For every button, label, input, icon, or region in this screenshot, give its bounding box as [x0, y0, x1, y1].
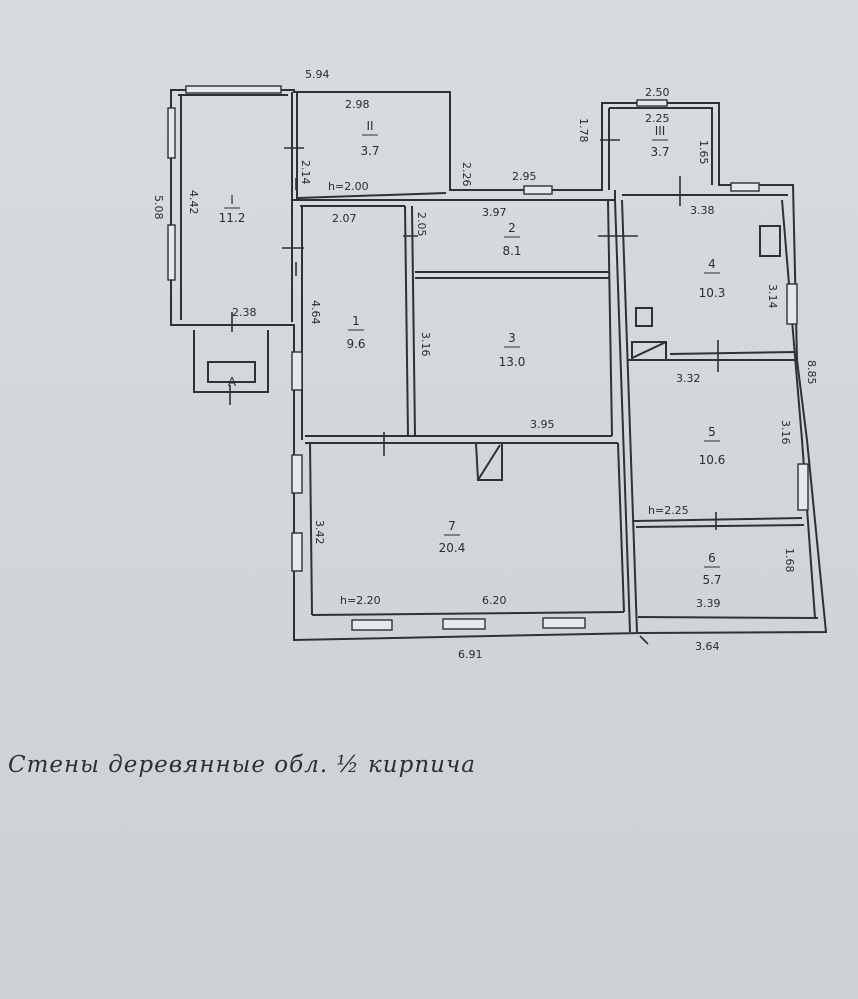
- room-area-III: 3.7: [650, 145, 669, 159]
- dim-3-64: 3.64: [695, 640, 720, 653]
- room-area-7: 20.4: [439, 541, 466, 555]
- dim-5-08: 5.08: [152, 195, 165, 220]
- dim-2-95: 2.95: [512, 170, 537, 183]
- dim-3-38: 3.38: [690, 204, 715, 217]
- dim-6-91: 6.91: [458, 648, 483, 661]
- room-number-6: 6: [708, 551, 716, 565]
- window: [351, 619, 393, 631]
- dim-3-97: 3.97: [482, 206, 507, 219]
- heater-box: [635, 307, 653, 327]
- room-number-II: II: [366, 119, 373, 133]
- dim-3-16-room5: 3.16: [779, 420, 792, 445]
- dim-5-94: 5.94: [305, 68, 330, 81]
- height-room-7: h=2.20: [340, 594, 381, 607]
- dim-2-38: 2.38: [232, 306, 257, 319]
- window: [442, 618, 486, 630]
- window: [291, 454, 303, 494]
- dim-6-20: 6.20: [482, 594, 507, 607]
- room-area-4: 10.3: [699, 286, 726, 300]
- wall-room-III-inner: [609, 107, 713, 185]
- height-room-II: h=2.00: [328, 180, 369, 193]
- dim-2-26: 2.26: [460, 162, 473, 187]
- dimension-labels: 5.94 2.98 2.26 2.14 2.95 2.50 2.25 1.78 …: [152, 68, 818, 661]
- dim-2-05: 2.05: [415, 212, 428, 237]
- stair-box: [474, 442, 503, 481]
- window: [523, 185, 553, 195]
- room-number-I: I: [230, 193, 234, 207]
- dim-2-98: 2.98: [345, 98, 370, 111]
- room-labels: I 11.2 II 3.7 III 3.7 1 9.6 2 8.1 3 13.0…: [219, 119, 726, 587]
- stair-marker: А: [228, 375, 237, 389]
- window: [291, 532, 303, 572]
- wall-material-caption: Стены деревянные обл. ½ кирпича: [8, 752, 476, 778]
- window: [636, 99, 668, 107]
- wall-II-south: [297, 192, 447, 199]
- wall-room4-bottom: [669, 351, 796, 355]
- wall-right-west-inner: [621, 199, 638, 633]
- wall-right-west-outer: [614, 190, 631, 633]
- wall-right-east-inner: [781, 199, 816, 619]
- dim-3-16-room3: 3.16: [419, 332, 432, 357]
- dim-4-42: 4.42: [187, 190, 200, 215]
- room-area-2: 8.1: [502, 244, 521, 258]
- dim-3-42: 3.42: [313, 520, 326, 545]
- window: [167, 107, 176, 159]
- room-area-I: 11.2: [219, 211, 246, 225]
- room-number-3: 3: [508, 331, 516, 345]
- dim-3-14: 3.14: [766, 284, 779, 309]
- dim-1-68: 1.68: [783, 548, 796, 573]
- window: [730, 182, 760, 192]
- dim-3-39: 3.39: [696, 597, 721, 610]
- dim-1-65: 1.65: [697, 140, 710, 165]
- wall-room5-bottom: [633, 517, 803, 522]
- room-number-III: III: [655, 124, 666, 138]
- room-number-7: 7: [448, 519, 456, 533]
- dim-3-95: 3.95: [530, 418, 555, 431]
- wall-lines: [170, 89, 828, 642]
- window: [786, 283, 798, 325]
- stair-diagonal: [477, 444, 501, 481]
- room-number-4: 4: [708, 257, 716, 271]
- room-area-II: 3.7: [360, 144, 379, 158]
- dim-8-85: 8.85: [805, 360, 818, 385]
- dim-2-25: 2.25: [645, 112, 670, 125]
- wall-room7-east: [617, 442, 625, 613]
- height-labels: h=2.00 h=2.20 h=2.25: [328, 180, 689, 607]
- window: [542, 617, 586, 629]
- wall-room7-west: [309, 442, 313, 616]
- wall-room6-bottom: [637, 616, 819, 619]
- window: [185, 85, 282, 94]
- room-area-5: 10.6: [699, 453, 726, 467]
- door-marks: [229, 139, 719, 645]
- dim-2-50: 2.50: [645, 86, 670, 99]
- windows: [167, 85, 809, 631]
- room-number-5: 5: [708, 425, 716, 439]
- room-number-2: 2: [508, 221, 516, 235]
- wall-room3-west: [411, 205, 416, 437]
- porch-step: [193, 330, 269, 393]
- dim-2-07: 2.07: [332, 212, 357, 225]
- wall-room3-east: [607, 199, 613, 437]
- room-number-1: 1: [352, 314, 360, 328]
- sink-box: [631, 341, 667, 361]
- window: [291, 351, 303, 391]
- height-room-5: h=2.25: [648, 504, 689, 517]
- room-area-3: 13.0: [499, 355, 526, 369]
- room-area-1: 9.6: [346, 337, 365, 351]
- wall-room1-east: [404, 205, 409, 437]
- dim-2-14: 2.14: [299, 160, 312, 185]
- wall-room7-south: [311, 611, 625, 616]
- dim-1-78: 1.78: [577, 118, 590, 143]
- dim-3-32: 3.32: [676, 372, 701, 385]
- porch-step-inner: [207, 361, 256, 383]
- stove-box: [759, 225, 781, 257]
- dim-4-64: 4.64: [309, 300, 322, 325]
- window: [167, 224, 176, 281]
- wall-room6-top: [635, 524, 805, 528]
- room-area-6: 5.7: [702, 573, 721, 587]
- window: [797, 463, 809, 511]
- sink-diagonal: [631, 341, 667, 359]
